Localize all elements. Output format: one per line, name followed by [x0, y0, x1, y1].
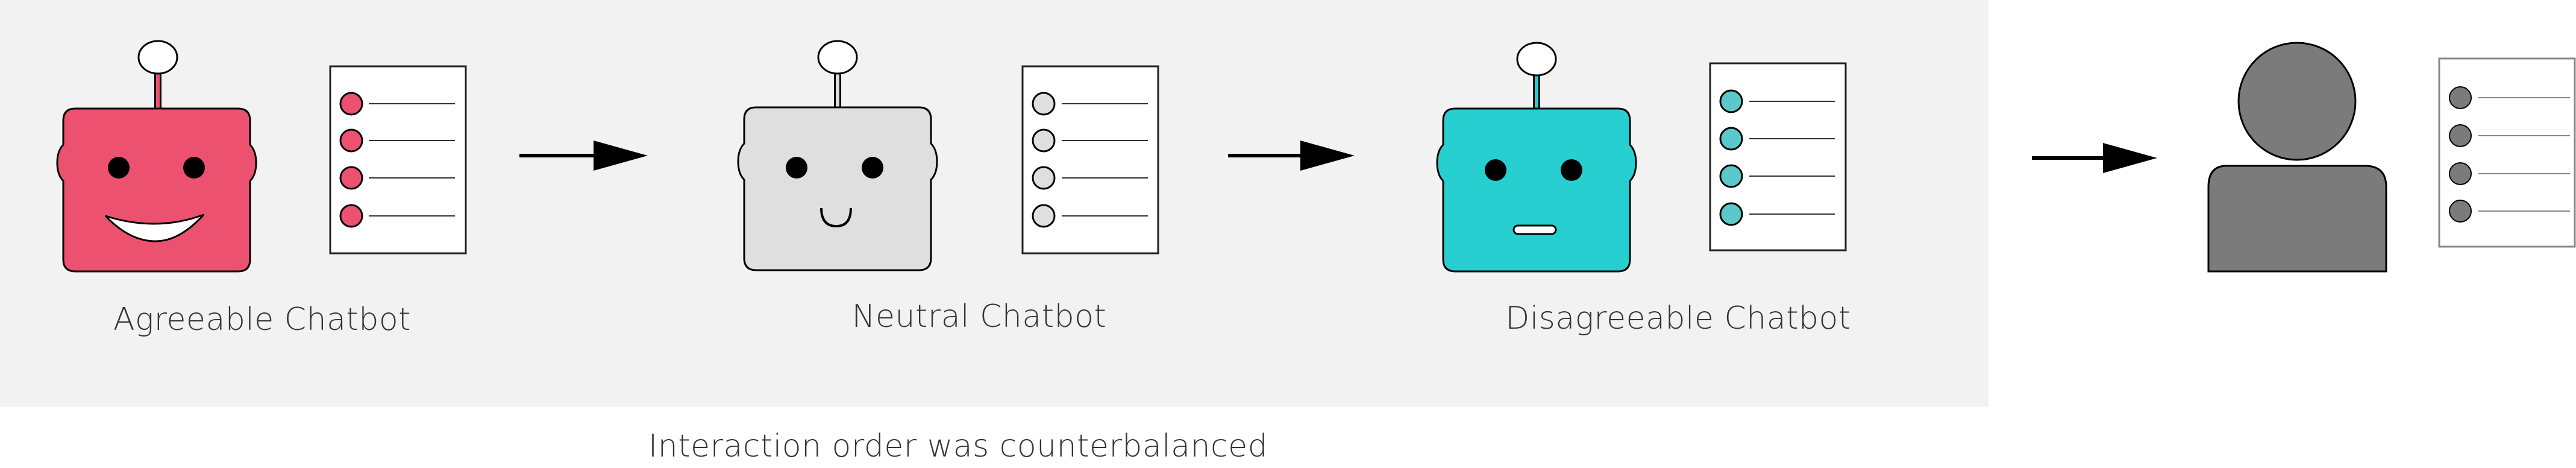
robot-disagreeable-icon: [1436, 42, 1637, 273]
person-icon: [2207, 42, 2387, 273]
robot-neutral-icon: [737, 40, 938, 271]
disagreeable-chatbot-label: Disagreeable Chatbot: [1505, 300, 1851, 337]
neutral-chatbot-label: Neutral Chatbot: [851, 299, 1107, 335]
arrow-right-icon: [1228, 141, 1355, 171]
arrow-right-icon: [2032, 143, 2157, 173]
arrow-right-icon: [519, 141, 648, 171]
agreeable-chatbot-label: Agreeable Chatbot: [113, 302, 412, 338]
questionnaire-neutral-icon: [1021, 65, 1159, 255]
counterbalance-note: Interaction order was counterbalanced: [648, 428, 1268, 464]
robot-agreeable-icon: [56, 40, 257, 273]
questionnaire-disagreeable-icon: [1709, 62, 1847, 251]
questionnaire-agreeable-icon: [329, 65, 467, 255]
questionnaire-person-icon: [2438, 57, 2576, 248]
